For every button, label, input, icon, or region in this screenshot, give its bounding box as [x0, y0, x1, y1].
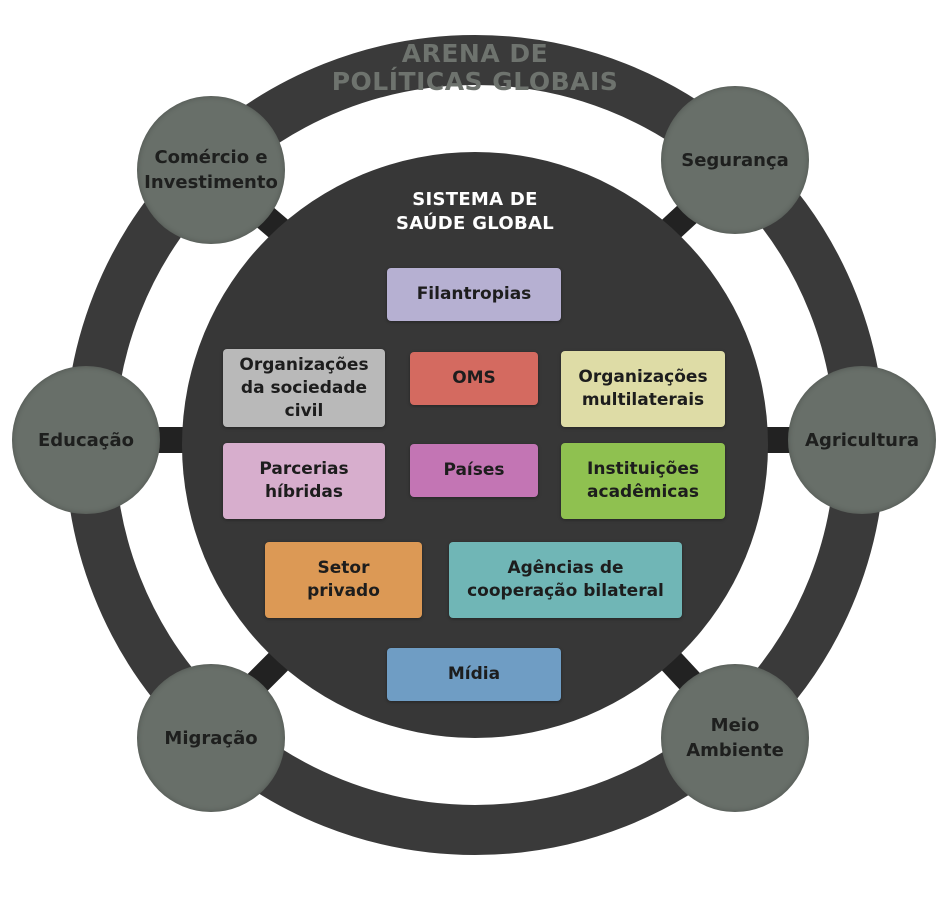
actor-academicas-label: Instituições acadêmicas [587, 459, 699, 502]
policy-educacao: Educação [12, 366, 160, 514]
actor-setor-privado: Setor privado [265, 542, 422, 618]
policy-seguranca: Segurança [661, 86, 809, 234]
actor-midia-label: Mídia [447, 664, 501, 684]
actor-multilaterais-label: Organizações multilaterais [578, 367, 708, 410]
actor-oms: OMS [410, 352, 538, 405]
policy-migracao: Migração [137, 664, 285, 812]
actor-oms-label: OMS [452, 368, 496, 388]
policy-migracao-label: Migração [164, 727, 258, 749]
actor-paises: Países [410, 444, 538, 497]
actor-paises-label: Países [443, 460, 505, 480]
actor-parcerias-label: Parcerias híbridas [259, 459, 349, 502]
policy-meio-ambiente: Meio Ambiente [661, 664, 809, 812]
arena-title: ARENA DE POLÍTICAS GLOBAIS [331, 39, 619, 96]
actor-setor-privado-label: Setor privado [307, 558, 380, 601]
system-title: SISTEMA DE SAÚDE GLOBAL [395, 189, 555, 234]
policy-educacao-label: Educação [38, 429, 134, 451]
actor-filantropias-label: Filantropias [416, 284, 532, 304]
policy-agricultura: Agricultura [788, 366, 936, 514]
policy-meio-ambiente-label: Meio Ambiente [686, 715, 784, 761]
policy-comercio: Comércio e Investimento [137, 96, 285, 244]
policy-seguranca-label: Segurança [681, 149, 789, 171]
actor-filantropias: Filantropias [387, 268, 561, 321]
policy-agricultura-label: Agricultura [805, 429, 919, 451]
actor-cooperacao-label: Agências de cooperação bilateral [467, 558, 664, 601]
actor-academicas: Instituições acadêmicas [561, 443, 725, 519]
actor-parcerias: Parcerias híbridas [223, 443, 385, 519]
actor-sociedade-civil: Organizações da sociedade civil [223, 349, 385, 427]
policy-comercio-label: Comércio e Investimento [144, 147, 278, 193]
actor-sociedade-civil-label: Organizações da sociedade civil [239, 354, 369, 421]
actor-midia: Mídia [387, 648, 561, 701]
actor-multilaterais: Organizações multilaterais [561, 351, 725, 427]
actor-cooperacao: Agências de cooperação bilateral [449, 542, 682, 618]
